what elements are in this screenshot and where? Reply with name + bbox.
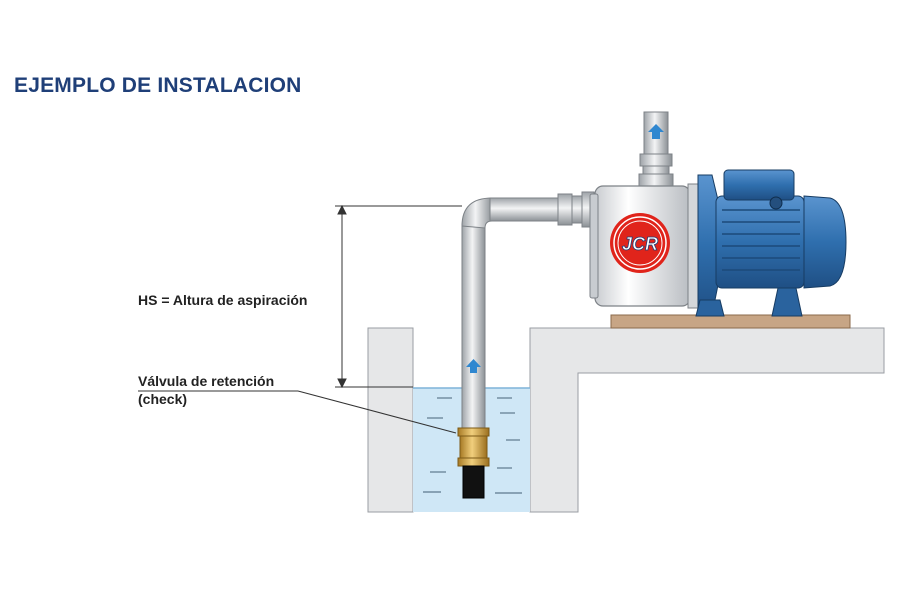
valve-leader (138, 390, 457, 434)
hs-label: HS = Altura de aspiración (138, 292, 307, 308)
terminal-screw (769, 196, 783, 210)
check-valve (457, 427, 490, 499)
pump-logo-disc (610, 213, 670, 273)
pump: JCR (589, 183, 701, 309)
valve-label-line1: Válvula de retención (138, 373, 274, 389)
flow-arrow-up-icon (466, 359, 481, 373)
discharge-arrow-up-icon (648, 124, 664, 139)
well (367, 327, 885, 513)
pump-logo-text: JCR (622, 234, 658, 254)
terminal-box (723, 169, 795, 201)
motor (695, 169, 847, 317)
motor-foot (771, 287, 803, 317)
hs-dimension (335, 204, 462, 389)
valve-label-line2: (check) (138, 391, 187, 407)
diagram-title: EJEMPLO DE INSTALACION (14, 74, 302, 97)
pump-base (610, 314, 851, 329)
pump-foot (695, 299, 725, 317)
discharge-pipe (638, 111, 674, 187)
motor-fan-cover (803, 195, 847, 289)
ground-right-block (529, 327, 885, 513)
water-ripples (423, 397, 522, 494)
strainer (462, 465, 485, 499)
suction-pipe (461, 191, 595, 431)
motor-flange (697, 174, 719, 316)
